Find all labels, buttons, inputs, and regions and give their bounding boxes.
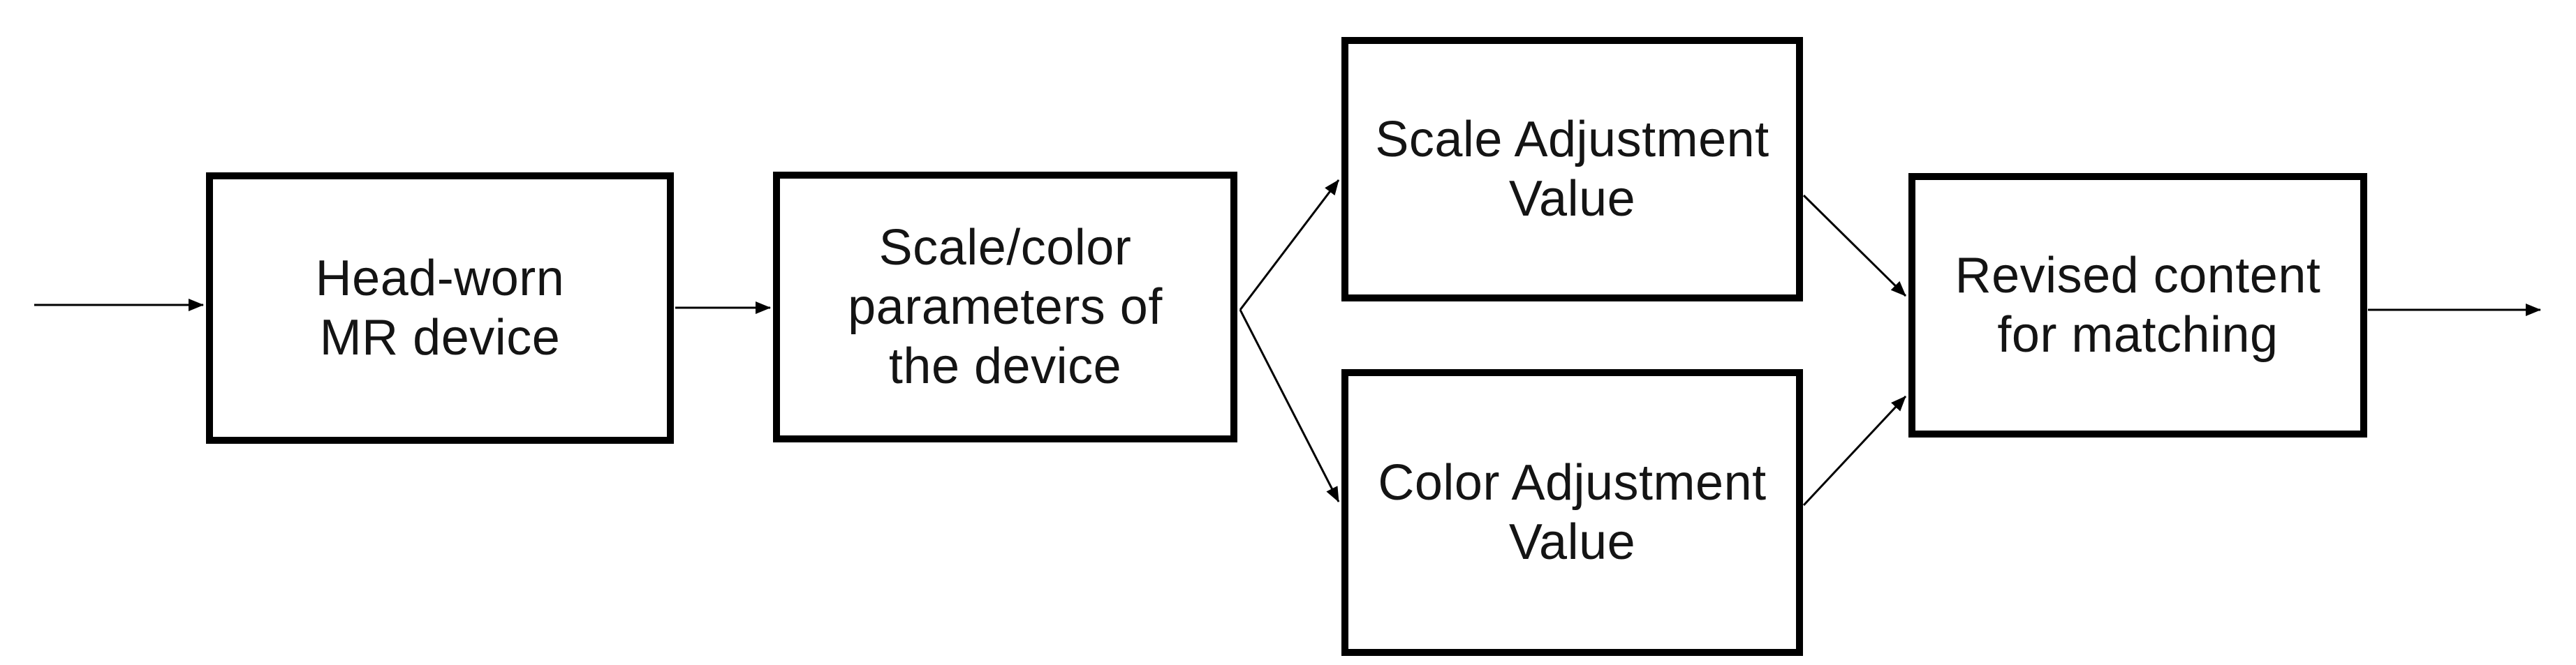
node-scale-color-parameters: Scale/color parameters of the device	[773, 172, 1237, 442]
node-revised-content-for-matching: Revised content for matching	[1908, 173, 2367, 438]
arrow-color-adjustment-to-revised	[1802, 395, 1907, 507]
node-label-line: Color Adjustment	[1378, 454, 1767, 511]
arrow-parameters-to-scale-adjustment	[1239, 179, 1340, 311]
node-label-line: Scale Adjustment	[1375, 111, 1769, 167]
node-label-line: Value	[1508, 514, 1636, 570]
node-label-line: the device	[888, 338, 1122, 394]
node-color-adjustment-value: Color Adjustment Value	[1341, 369, 1803, 656]
node-label-line: parameters of	[848, 278, 1163, 335]
node-label-line: MR device	[319, 309, 561, 366]
node-label-line: Value	[1508, 170, 1636, 227]
arrow-parameters-to-color-adjustment	[1239, 309, 1340, 502]
arrow-scale-adjustment-to-revised	[1802, 194, 1907, 297]
node-head-worn-mr-device: Head-worn MR device	[206, 172, 674, 444]
node-label-line: Revised content	[1955, 247, 2321, 304]
node-label-line: Scale/color	[878, 219, 1132, 276]
node-scale-adjustment-value: Scale Adjustment Value	[1341, 37, 1803, 301]
node-label-line: Head-worn	[315, 250, 565, 306]
node-label-line: for matching	[1997, 306, 2279, 363]
